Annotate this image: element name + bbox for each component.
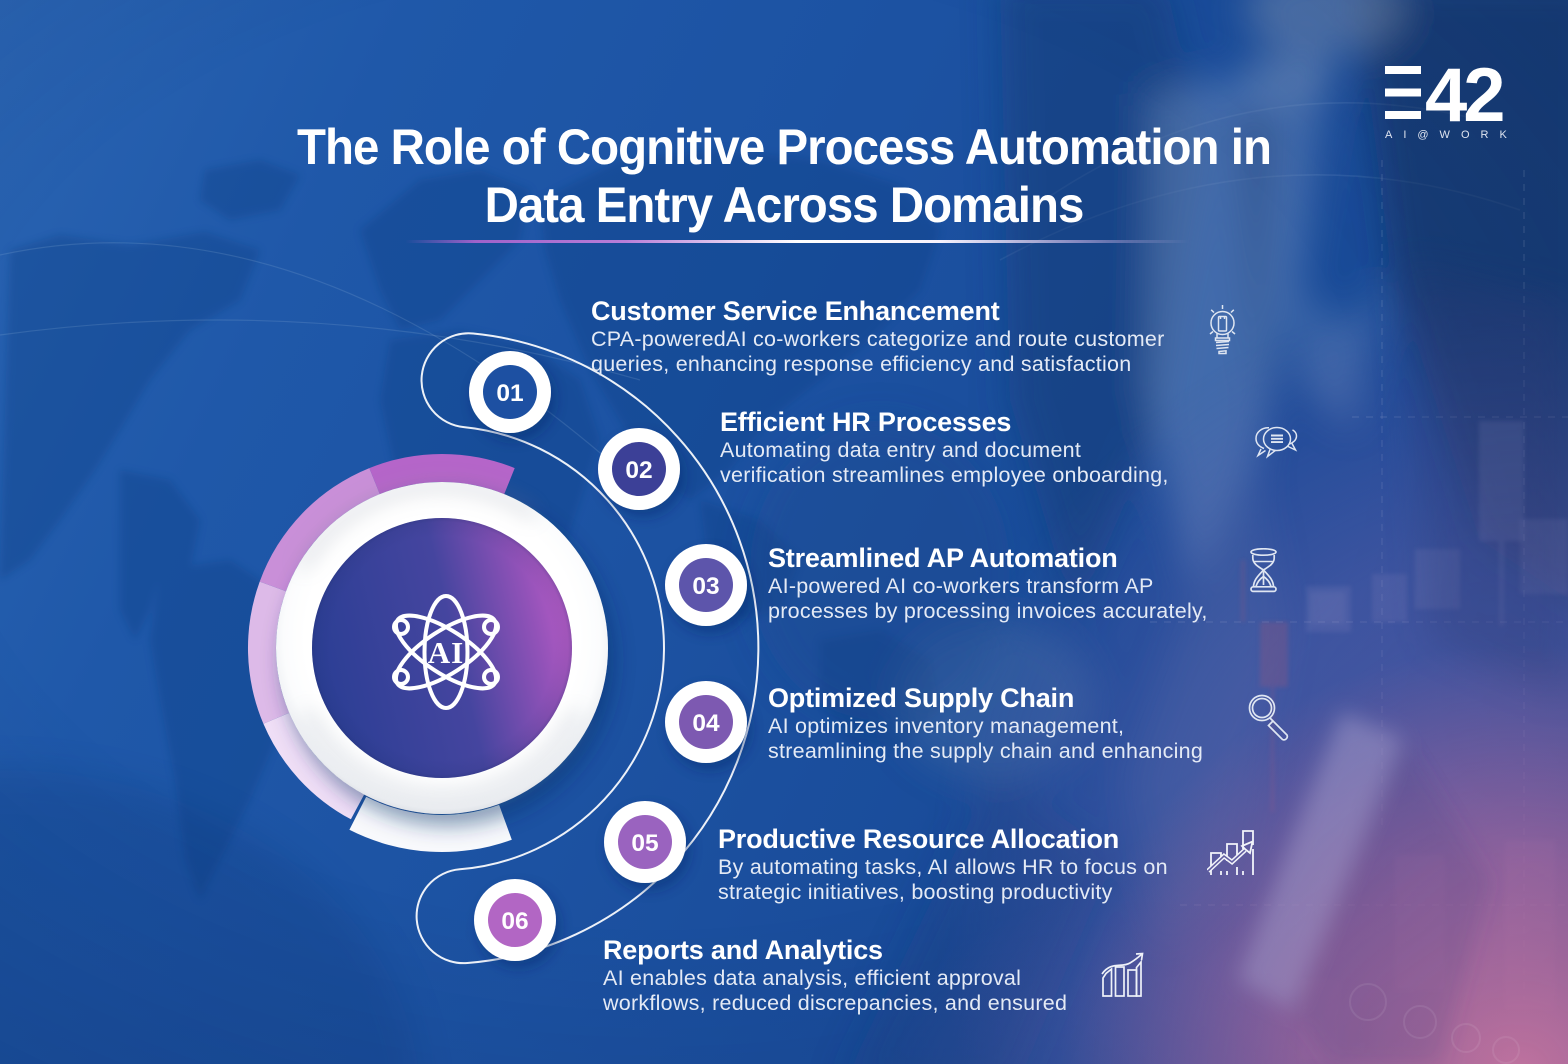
svg-text:04: 04 <box>692 710 720 737</box>
svg-text:AI: AI <box>428 635 464 670</box>
svg-text:03: 03 <box>692 573 719 600</box>
svg-text:05: 05 <box>631 830 658 857</box>
svg-text:01: 01 <box>496 380 523 407</box>
svg-text:02: 02 <box>625 457 652 484</box>
svg-text:06: 06 <box>501 908 528 935</box>
svg-text:42: 42 <box>1425 62 1503 138</box>
svg-text:AI@WORK: AI@WORK <box>1385 129 1514 141</box>
